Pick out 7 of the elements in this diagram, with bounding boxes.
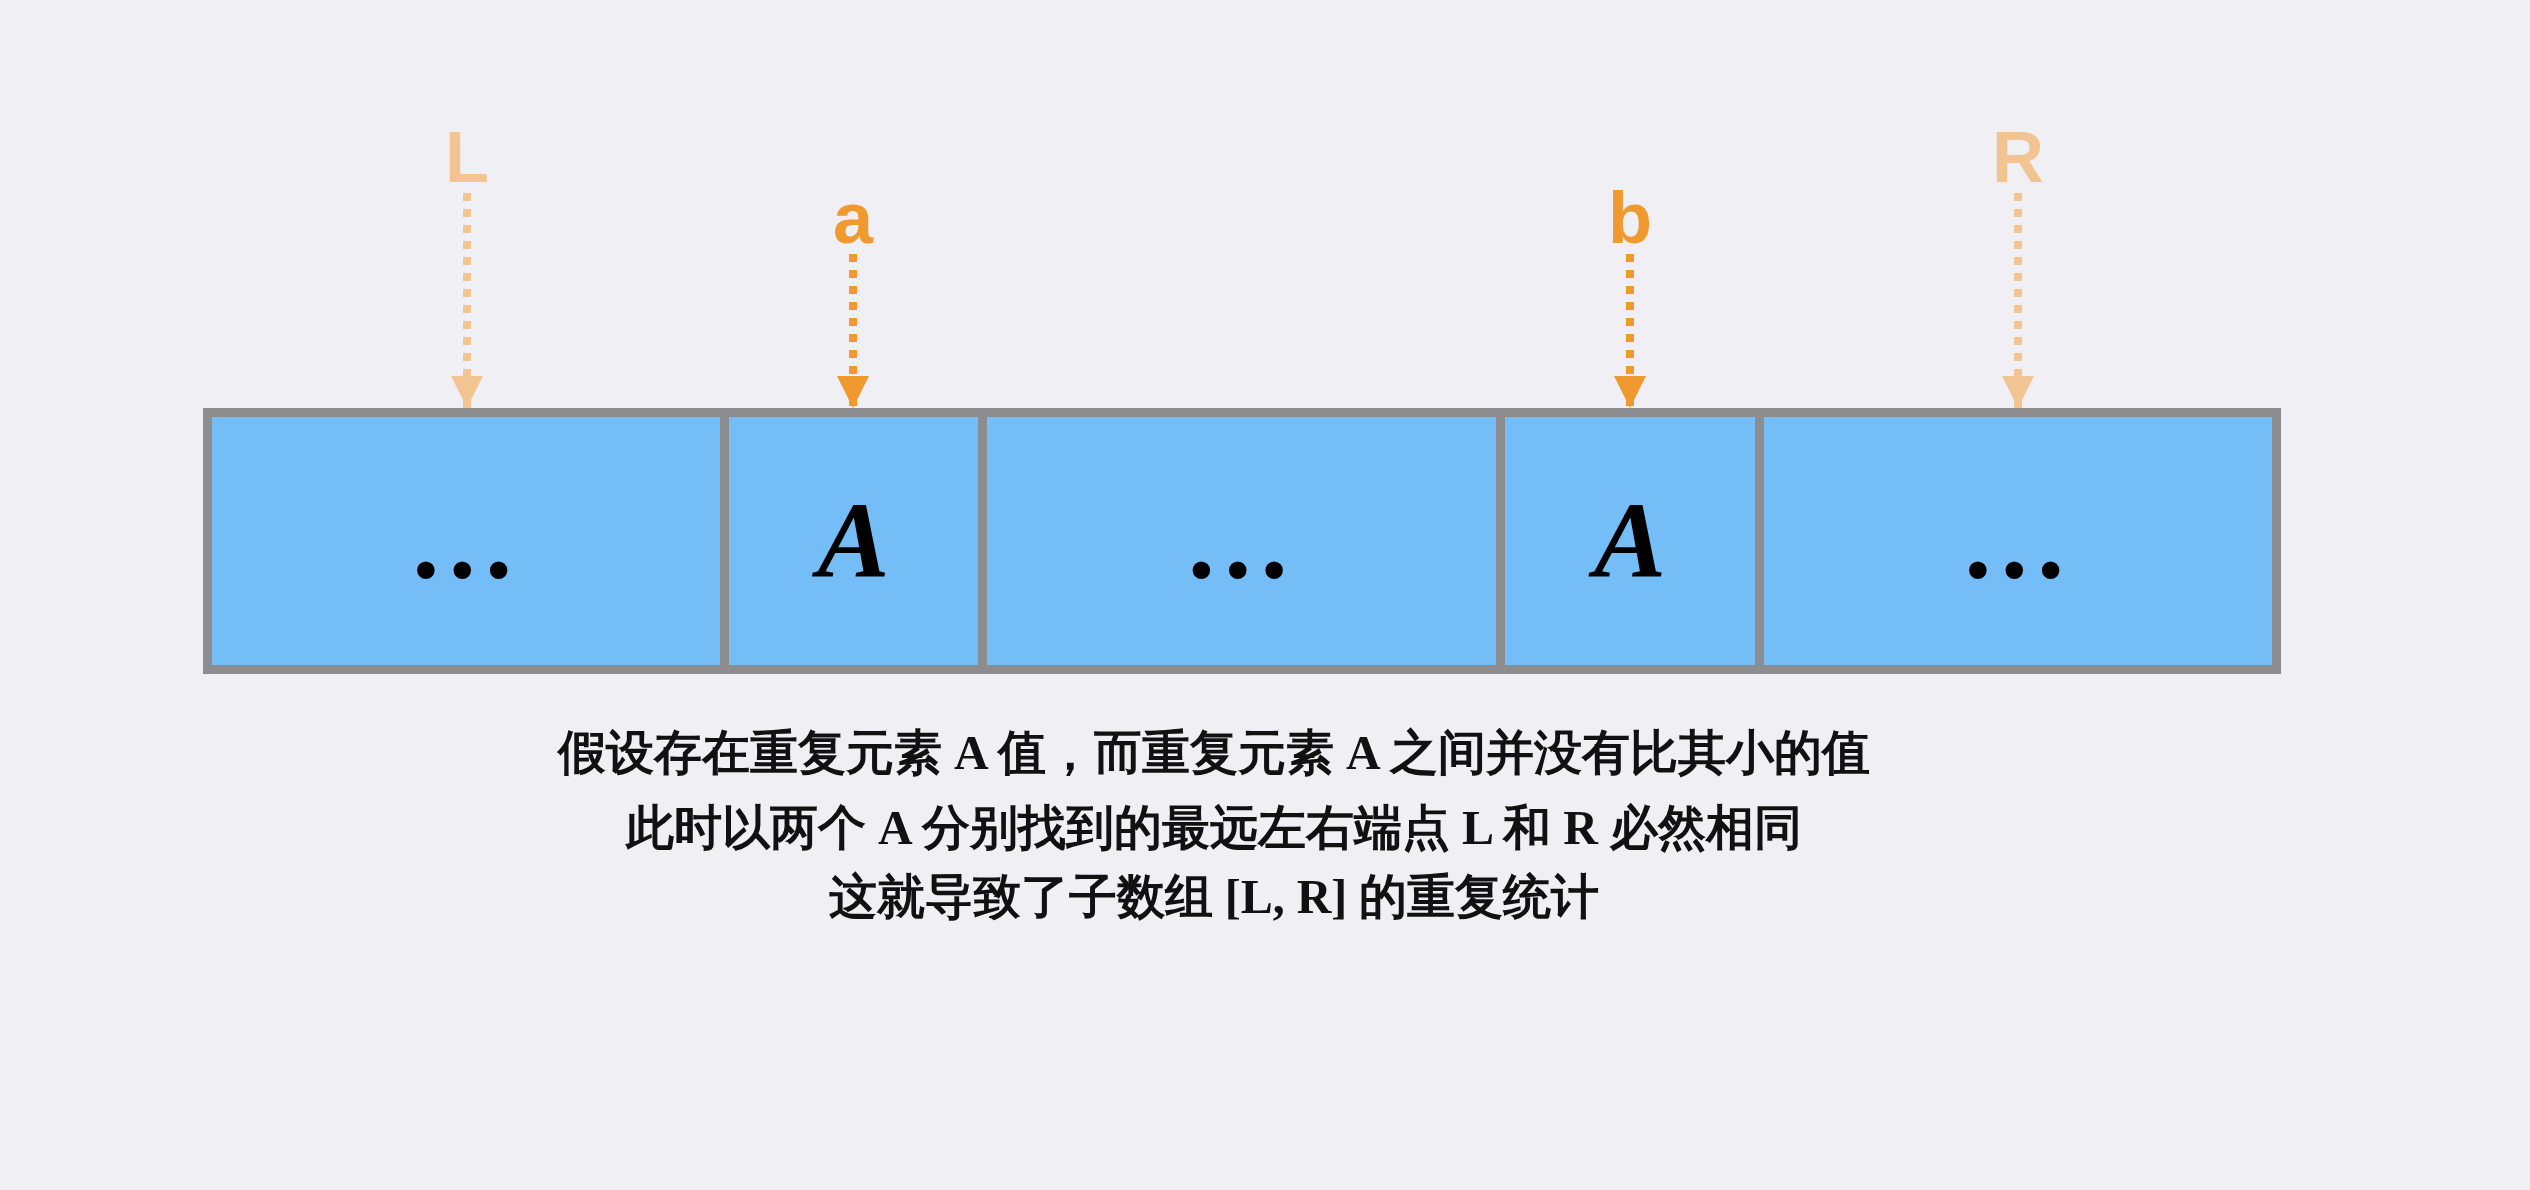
description-text: 此时以两个 A 分别找到的最远左右端点 L 和 R 必然相同	[626, 800, 1802, 856]
description-text: 假设存在重复元素 A 值，而重复元素 A 之间并没有比其小的值	[558, 725, 1870, 781]
pointer-label: a	[833, 182, 873, 254]
pointer-label: R	[1992, 121, 2044, 193]
pointer-label: b	[1608, 182, 1652, 254]
description-text: 这就导致了子数组 [L, R] 的重复统计	[828, 869, 1600, 925]
pointer-label: L	[445, 121, 489, 193]
